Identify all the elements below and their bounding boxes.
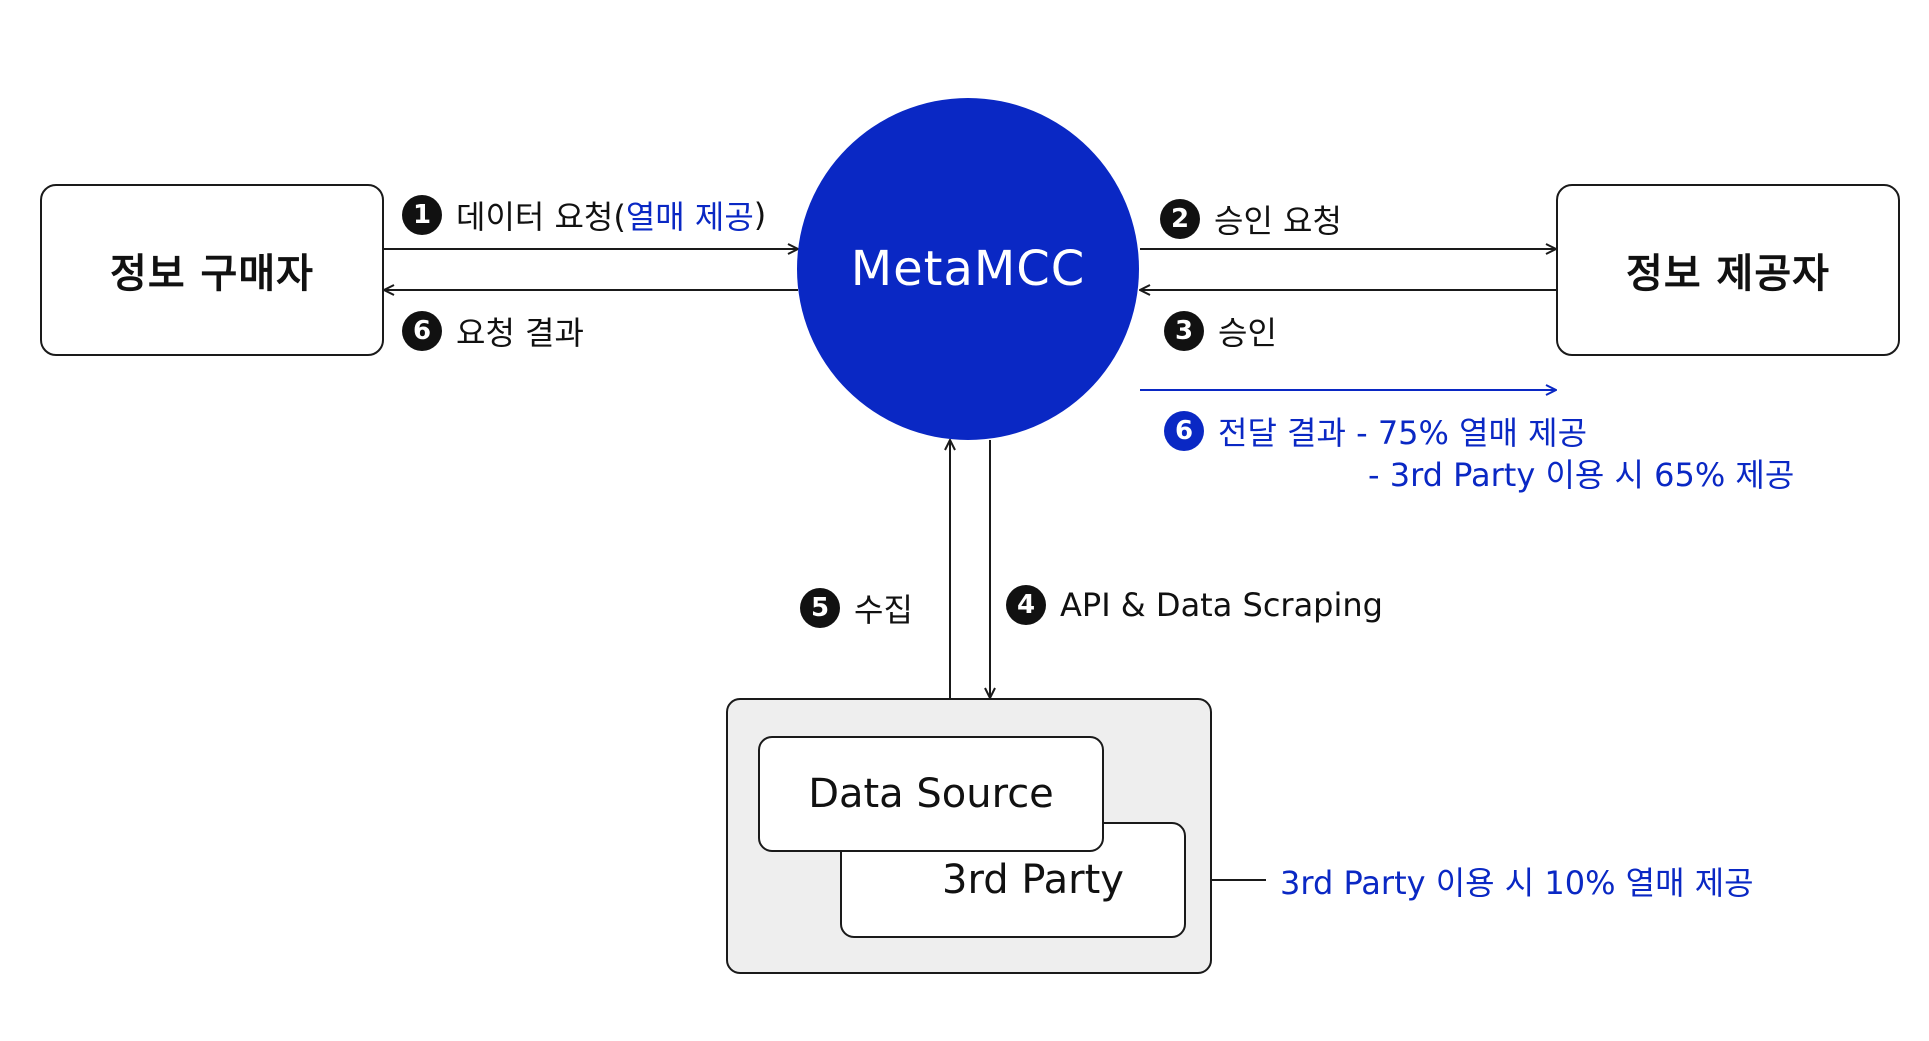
provider-label: 정보 제공자 bbox=[1626, 251, 1830, 297]
step-5-label: 5 수집 bbox=[800, 585, 913, 631]
data-source-label: Data Source bbox=[808, 771, 1054, 817]
buyer-node: 정보 구매자 bbox=[40, 184, 384, 356]
metamcc-node: MetaMCC bbox=[797, 98, 1139, 440]
provider-node: 정보 제공자 bbox=[1556, 184, 1900, 356]
step-1-label: 1 데이터 요청(열매 제공) bbox=[402, 192, 766, 238]
data-source-group: 3rd Party Data Source bbox=[726, 698, 1212, 974]
metamcc-label: MetaMCC bbox=[850, 241, 1086, 297]
step-6-buyer-label: 6 요청 결과 bbox=[402, 308, 584, 354]
step-2-badge: 2 bbox=[1160, 199, 1200, 239]
step-4-badge: 4 bbox=[1006, 585, 1046, 625]
step-4-label: 4 API & Data Scraping bbox=[1006, 585, 1383, 625]
step-6-provider-line2: - 3rd Party 이용 시 65% 제공 bbox=[1368, 456, 1795, 494]
third-party-note-text: 3rd Party 이용 시 10% 열매 제공 bbox=[1280, 864, 1754, 902]
step-3-label: 3 승인 bbox=[1164, 308, 1277, 354]
step-4-text: API & Data Scraping bbox=[1060, 586, 1383, 624]
step-1-close: ) bbox=[753, 196, 767, 234]
step-6-provider-badge: 6 bbox=[1164, 411, 1204, 451]
step-3-text: 승인 bbox=[1218, 314, 1277, 352]
data-source-node: Data Source bbox=[758, 736, 1104, 852]
step-5-text: 수집 bbox=[854, 591, 913, 629]
step-6-provider-label: 6 전달 결과 - 75% 열매 제공 bbox=[1164, 408, 1587, 454]
step-1-badge: 1 bbox=[402, 195, 442, 235]
step-6-provider-line1: 전달 결과 - 75% 열매 제공 bbox=[1218, 414, 1588, 452]
step-3-badge: 3 bbox=[1164, 311, 1204, 351]
step-2-label: 2 승인 요청 bbox=[1160, 196, 1342, 242]
step-6-provider-line2-row: - 3rd Party 이용 시 65% 제공 bbox=[1368, 450, 1794, 496]
step-6-buyer-badge: 6 bbox=[402, 311, 442, 351]
buyer-label: 정보 구매자 bbox=[110, 251, 314, 297]
step-5-badge: 5 bbox=[800, 588, 840, 628]
third-party-label: 3rd Party bbox=[942, 857, 1124, 903]
step-1-text: 데이터 요청( bbox=[456, 198, 626, 236]
third-party-note: 3rd Party 이용 시 10% 열매 제공 bbox=[1280, 858, 1754, 904]
step-2-text: 승인 요청 bbox=[1214, 202, 1342, 240]
step-6-buyer-text: 요청 결과 bbox=[456, 314, 584, 352]
step-1-highlight: 열매 제공 bbox=[625, 198, 754, 236]
